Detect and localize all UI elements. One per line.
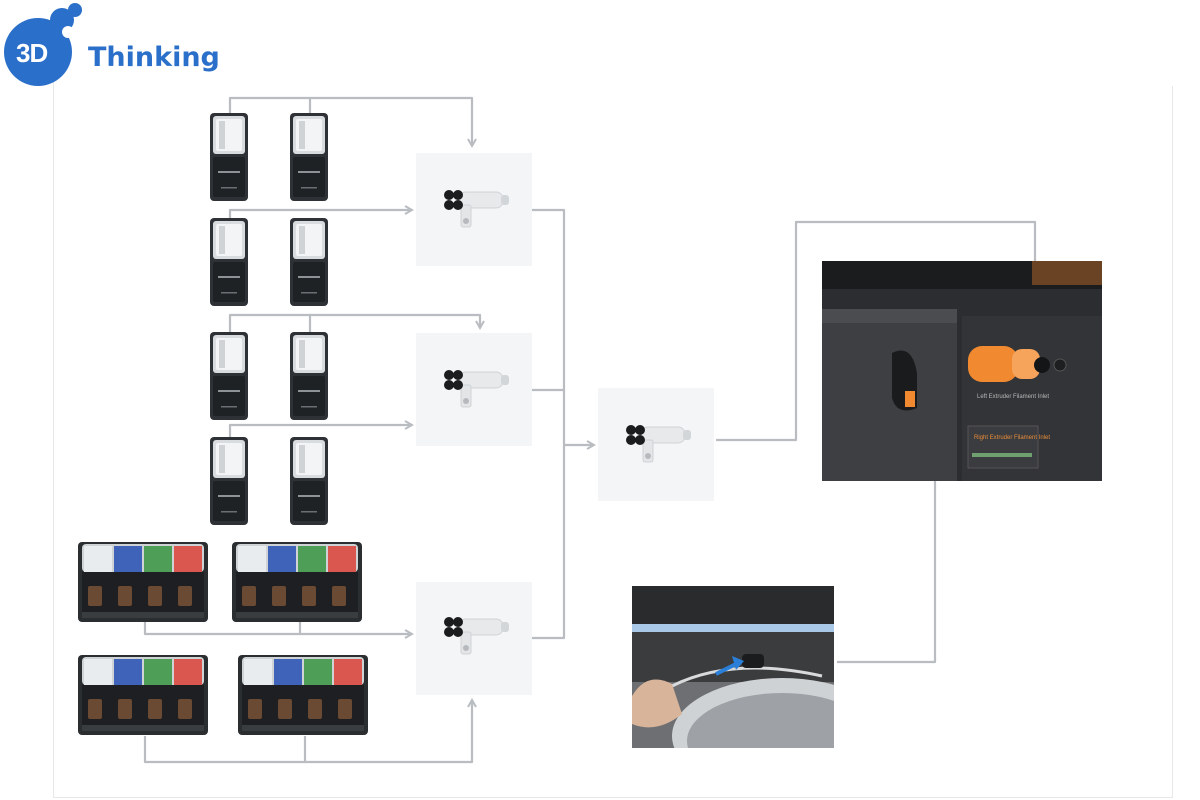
hub-tile-1 xyxy=(416,153,532,266)
right-inlet-label: Right Extruder Filament Inlet xyxy=(974,435,1050,441)
printer-inlet-illustration: Left Extruder Filament Inlet Right Extru… xyxy=(822,261,1102,481)
brand-logo: 3D Thinking xyxy=(0,0,220,90)
hub-tile-2 xyxy=(416,333,532,446)
connector-merge-3 xyxy=(532,445,566,640)
rear-inlet-photo xyxy=(632,586,834,748)
connector-g2-top xyxy=(228,313,480,332)
splitter-main xyxy=(625,424,692,463)
frame-right-border xyxy=(1172,86,1173,798)
connector-g2-mid xyxy=(228,425,412,437)
hub-tile-3 xyxy=(416,582,532,695)
logo-number: 3D xyxy=(16,38,48,68)
splitter-2 xyxy=(443,369,510,408)
connector-merge-1 xyxy=(532,208,566,445)
logo-word: Thinking xyxy=(88,42,220,73)
splitter-3 xyxy=(443,616,510,655)
left-inlet-label: Left Extruder Filament Inlet xyxy=(977,394,1049,400)
frame-bottom-border xyxy=(53,797,1173,798)
printer-inlet-photo: Left Extruder Filament Inlet Right Extru… xyxy=(822,261,1102,481)
connector-g3-top xyxy=(143,622,412,634)
connector-g1-mid xyxy=(228,210,412,220)
rear-inlet-illustration xyxy=(632,586,834,748)
connector-to-left-inlet xyxy=(716,220,1035,442)
hub-tile-main xyxy=(598,388,714,501)
frame-left-border xyxy=(53,80,54,798)
connector-g3-bottom xyxy=(143,700,472,764)
splitter-1 xyxy=(443,189,510,228)
connector-g1-top xyxy=(228,96,472,146)
logo-mark-icon xyxy=(4,3,82,86)
